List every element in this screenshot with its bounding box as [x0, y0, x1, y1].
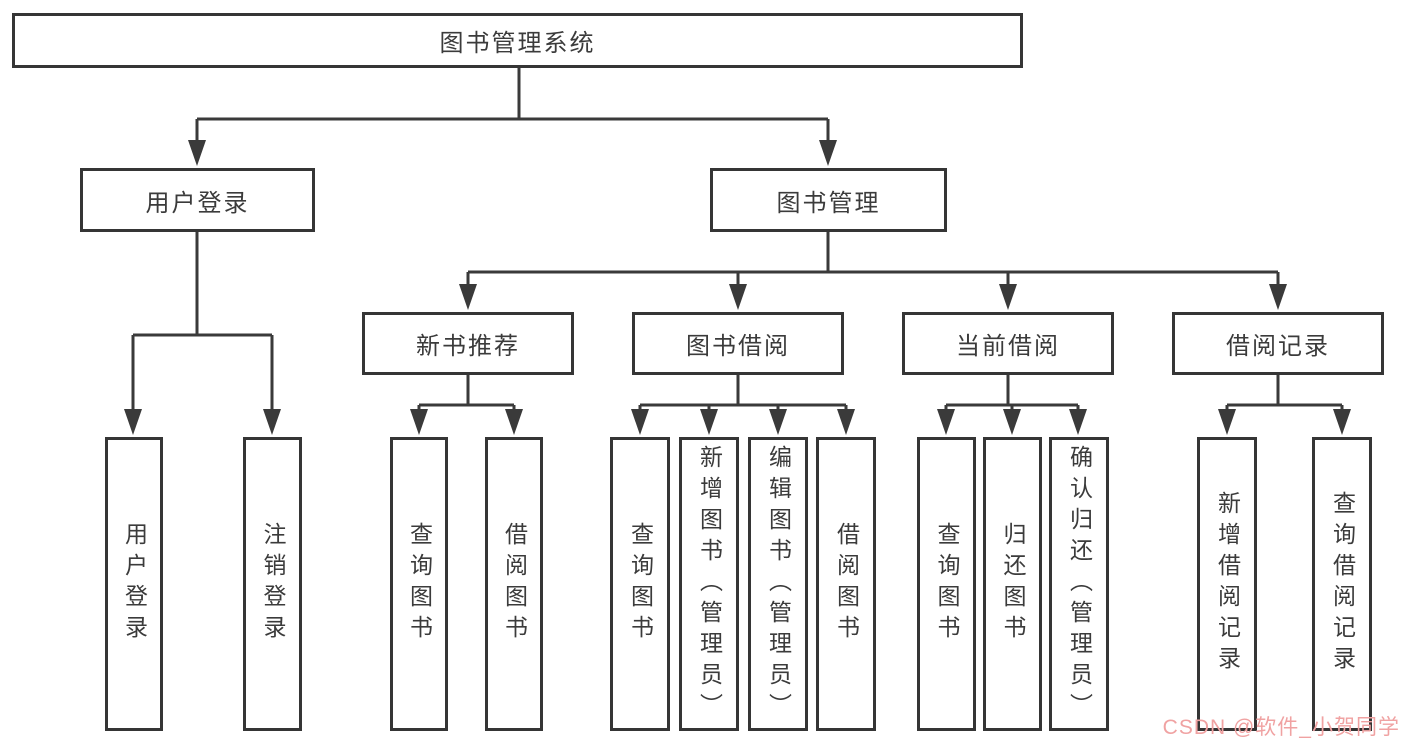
node-book-manage: 图书管理 — [710, 168, 947, 232]
leaf-bb-query-book: 查询图书 — [610, 437, 670, 731]
leaf-user-login-label: 用户登录 — [121, 522, 148, 646]
leaf-nb-borrow-book-label: 借阅图书 — [501, 522, 528, 646]
csdn-watermark: CSDN @软件_小贺同学 — [1162, 716, 1400, 739]
node-root-label: 图书管理系统 — [439, 30, 596, 57]
node-current-borrow: 当前借阅 — [902, 312, 1114, 375]
node-book-manage-label: 图书管理 — [776, 189, 881, 217]
node-current-borrow-label: 当前借阅 — [956, 333, 1060, 360]
node-root: 图书管理系统 — [12, 13, 1023, 68]
node-user-login: 用户登录 — [80, 168, 315, 232]
leaf-cb-confirm-return-admin-label: 确认归还（管理员） — [1066, 444, 1093, 724]
leaf-bb-add-book-admin: 新增图书（管理员） — [679, 437, 739, 731]
leaf-cb-query-book: 查询图书 — [917, 437, 976, 731]
leaf-bb-add-book-admin-label: 新增图书（管理员） — [696, 444, 723, 724]
leaf-nb-borrow-book: 借阅图书 — [485, 437, 543, 731]
leaf-logout-login-label: 注销登录 — [260, 522, 286, 646]
node-user-login-label: 用户登录 — [145, 189, 250, 217]
leaf-bb-edit-book-admin: 编辑图书（管理员） — [748, 437, 808, 731]
arrowhead-icons — [124, 140, 1351, 435]
leaf-cb-query-book-label: 查询图书 — [934, 522, 960, 646]
leaf-bb-query-book-label: 查询图书 — [627, 522, 654, 646]
node-new-book-recommend-label: 新书推荐 — [416, 333, 520, 360]
leaf-nb-query-book: 查询图书 — [390, 437, 448, 731]
leaf-bb-borrow-book: 借阅图书 — [816, 437, 876, 731]
leaf-nb-query-book-label: 查询图书 — [406, 522, 433, 646]
leaf-br-add-record: 新增借阅记录 — [1197, 437, 1257, 731]
leaf-bb-borrow-book-label: 借阅图书 — [833, 522, 860, 646]
leaf-bb-edit-book-admin-label: 编辑图书（管理员） — [765, 444, 792, 724]
node-book-borrow-label: 图书借阅 — [686, 333, 790, 360]
leaf-br-query-record: 查询借阅记录 — [1312, 437, 1372, 731]
leaf-cb-confirm-return-admin: 确认归还（管理员） — [1049, 437, 1109, 731]
leaf-cb-return-book: 归还图书 — [983, 437, 1042, 731]
leaf-br-query-record-label: 查询借阅记录 — [1329, 491, 1356, 677]
node-new-book-recommend: 新书推荐 — [362, 312, 574, 375]
node-book-borrow: 图书借阅 — [632, 312, 844, 375]
leaf-br-add-record-label: 新增借阅记录 — [1214, 491, 1241, 677]
leaf-cb-return-book-label: 归还图书 — [1000, 522, 1026, 646]
leaf-logout-login: 注销登录 — [243, 437, 302, 731]
leaf-user-login: 用户登录 — [105, 437, 163, 731]
node-borrow-record: 借阅记录 — [1172, 312, 1384, 375]
node-borrow-record-label: 借阅记录 — [1226, 333, 1330, 360]
